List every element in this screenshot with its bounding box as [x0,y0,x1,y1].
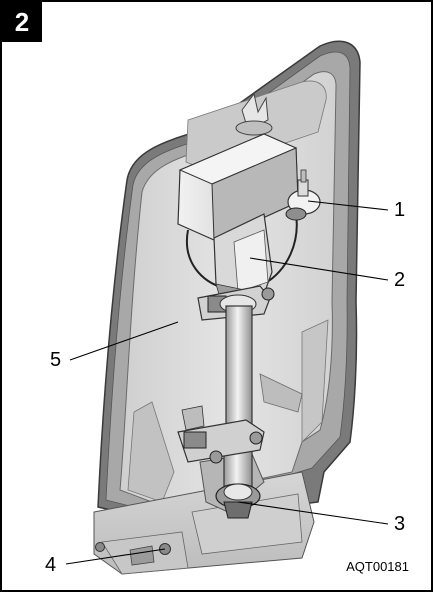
leader-line-4 [65,548,166,565]
top-clip [235,92,273,136]
callout-2: 2 [394,269,406,291]
motor-housing [177,133,299,241]
leader-line-5 [69,321,179,361]
leader-line-2 [249,257,389,281]
callout-4: 4 [45,554,57,576]
leader-lines [65,200,389,565]
cable-right [263,213,298,285]
connector-plug [285,169,321,221]
figure-number-badge: 2 [2,2,42,42]
callout-3: 3 [394,513,406,535]
figure-code: AQT00181 [346,559,409,574]
lower-clamp [177,405,265,464]
ball-joint [215,483,261,519]
callout-5: 5 [50,349,62,371]
leader-line-1 [307,200,389,211]
leader-line-3 [237,501,389,525]
callout-1: 1 [394,199,406,221]
